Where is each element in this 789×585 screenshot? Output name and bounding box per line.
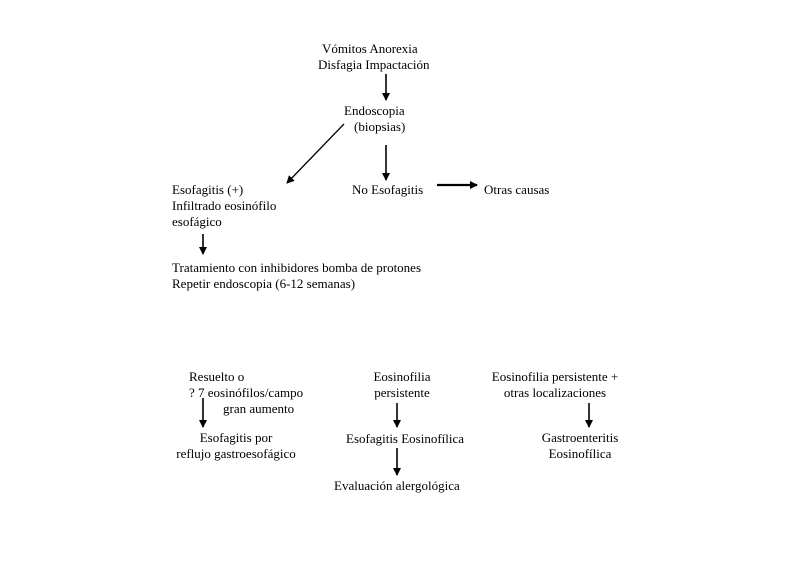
esofagitis-line-3: esofágico — [172, 214, 222, 229]
endoscopy-line-2: (biopsias) — [354, 119, 406, 134]
eos-persistente-line-1: Eosinofilia — [373, 369, 431, 384]
eosinofilia-otras-node: Eosinofilia persistente + otras localiza… — [485, 369, 625, 401]
resuelto-line-3: gran aumento — [223, 401, 295, 416]
endoscopy-node: Endoscopia (biopsias) — [344, 103, 405, 135]
arrow-endoscopy-to-esofagitis — [286, 123, 345, 184]
resuelto-node: Resuelto o ? 7 eosinófilos/campo gran au… — [189, 369, 303, 417]
otras-causas-node: Otras causas — [484, 182, 550, 197]
symptoms-node: Vómitos Anorexia Disfagia Impactación — [318, 41, 430, 73]
symptoms-line-2: Disfagia Impactación — [318, 57, 430, 72]
tratamiento-node: Tratamiento con inhibidores bomba de pro… — [172, 260, 421, 292]
esofagitis-eosinofilica-node: Esofagitis Eosinofílica — [346, 431, 465, 446]
esofagitis-line-1: Esofagitis (+) — [172, 182, 244, 197]
symptoms-line-1: Vómitos Anorexia — [322, 41, 418, 56]
evaluacion-alergologica-node: Evaluación alergológica — [334, 478, 460, 493]
reflujo-line-1: Esofagitis por — [199, 430, 273, 445]
tratamiento-line-2: Repetir endoscopia (6-12 semanas) — [172, 276, 356, 291]
esofagitis-line-2: Infiltrado eosinófilo — [172, 198, 277, 213]
reflujo-node: Esofagitis por reflujo gastroesofágico — [168, 430, 304, 462]
eos-otras-line-1: Eosinofilia persistente + — [491, 369, 619, 384]
tratamiento-line-1: Tratamiento con inhibidores bomba de pro… — [172, 260, 422, 275]
no-esofagitis-node: No Esofagitis — [352, 182, 424, 197]
eos-otras-line-2: otras localizaciones — [503, 385, 607, 400]
eosinofilia-persistente-node: Eosinofilia persistente — [352, 369, 452, 401]
eos-persistente-line-2: persistente — [374, 385, 430, 400]
gastro-line-2: Eosinofílica — [548, 446, 612, 461]
esofagitis-positive-node: Esofagitis (+) Infiltrado eosinófilo eso… — [172, 182, 276, 230]
resuelto-line-1: Resuelto o — [189, 369, 245, 384]
resuelto-line-2: ? 7 eosinófilos/campo — [189, 385, 304, 400]
endoscopy-line-1: Endoscopia — [344, 103, 405, 118]
gastro-line-1: Gastroenteritis — [541, 430, 619, 445]
gastroenteritis-node: Gastroenteritis Eosinofílica — [530, 430, 630, 462]
reflujo-line-2: reflujo gastroesofágico — [176, 446, 296, 461]
